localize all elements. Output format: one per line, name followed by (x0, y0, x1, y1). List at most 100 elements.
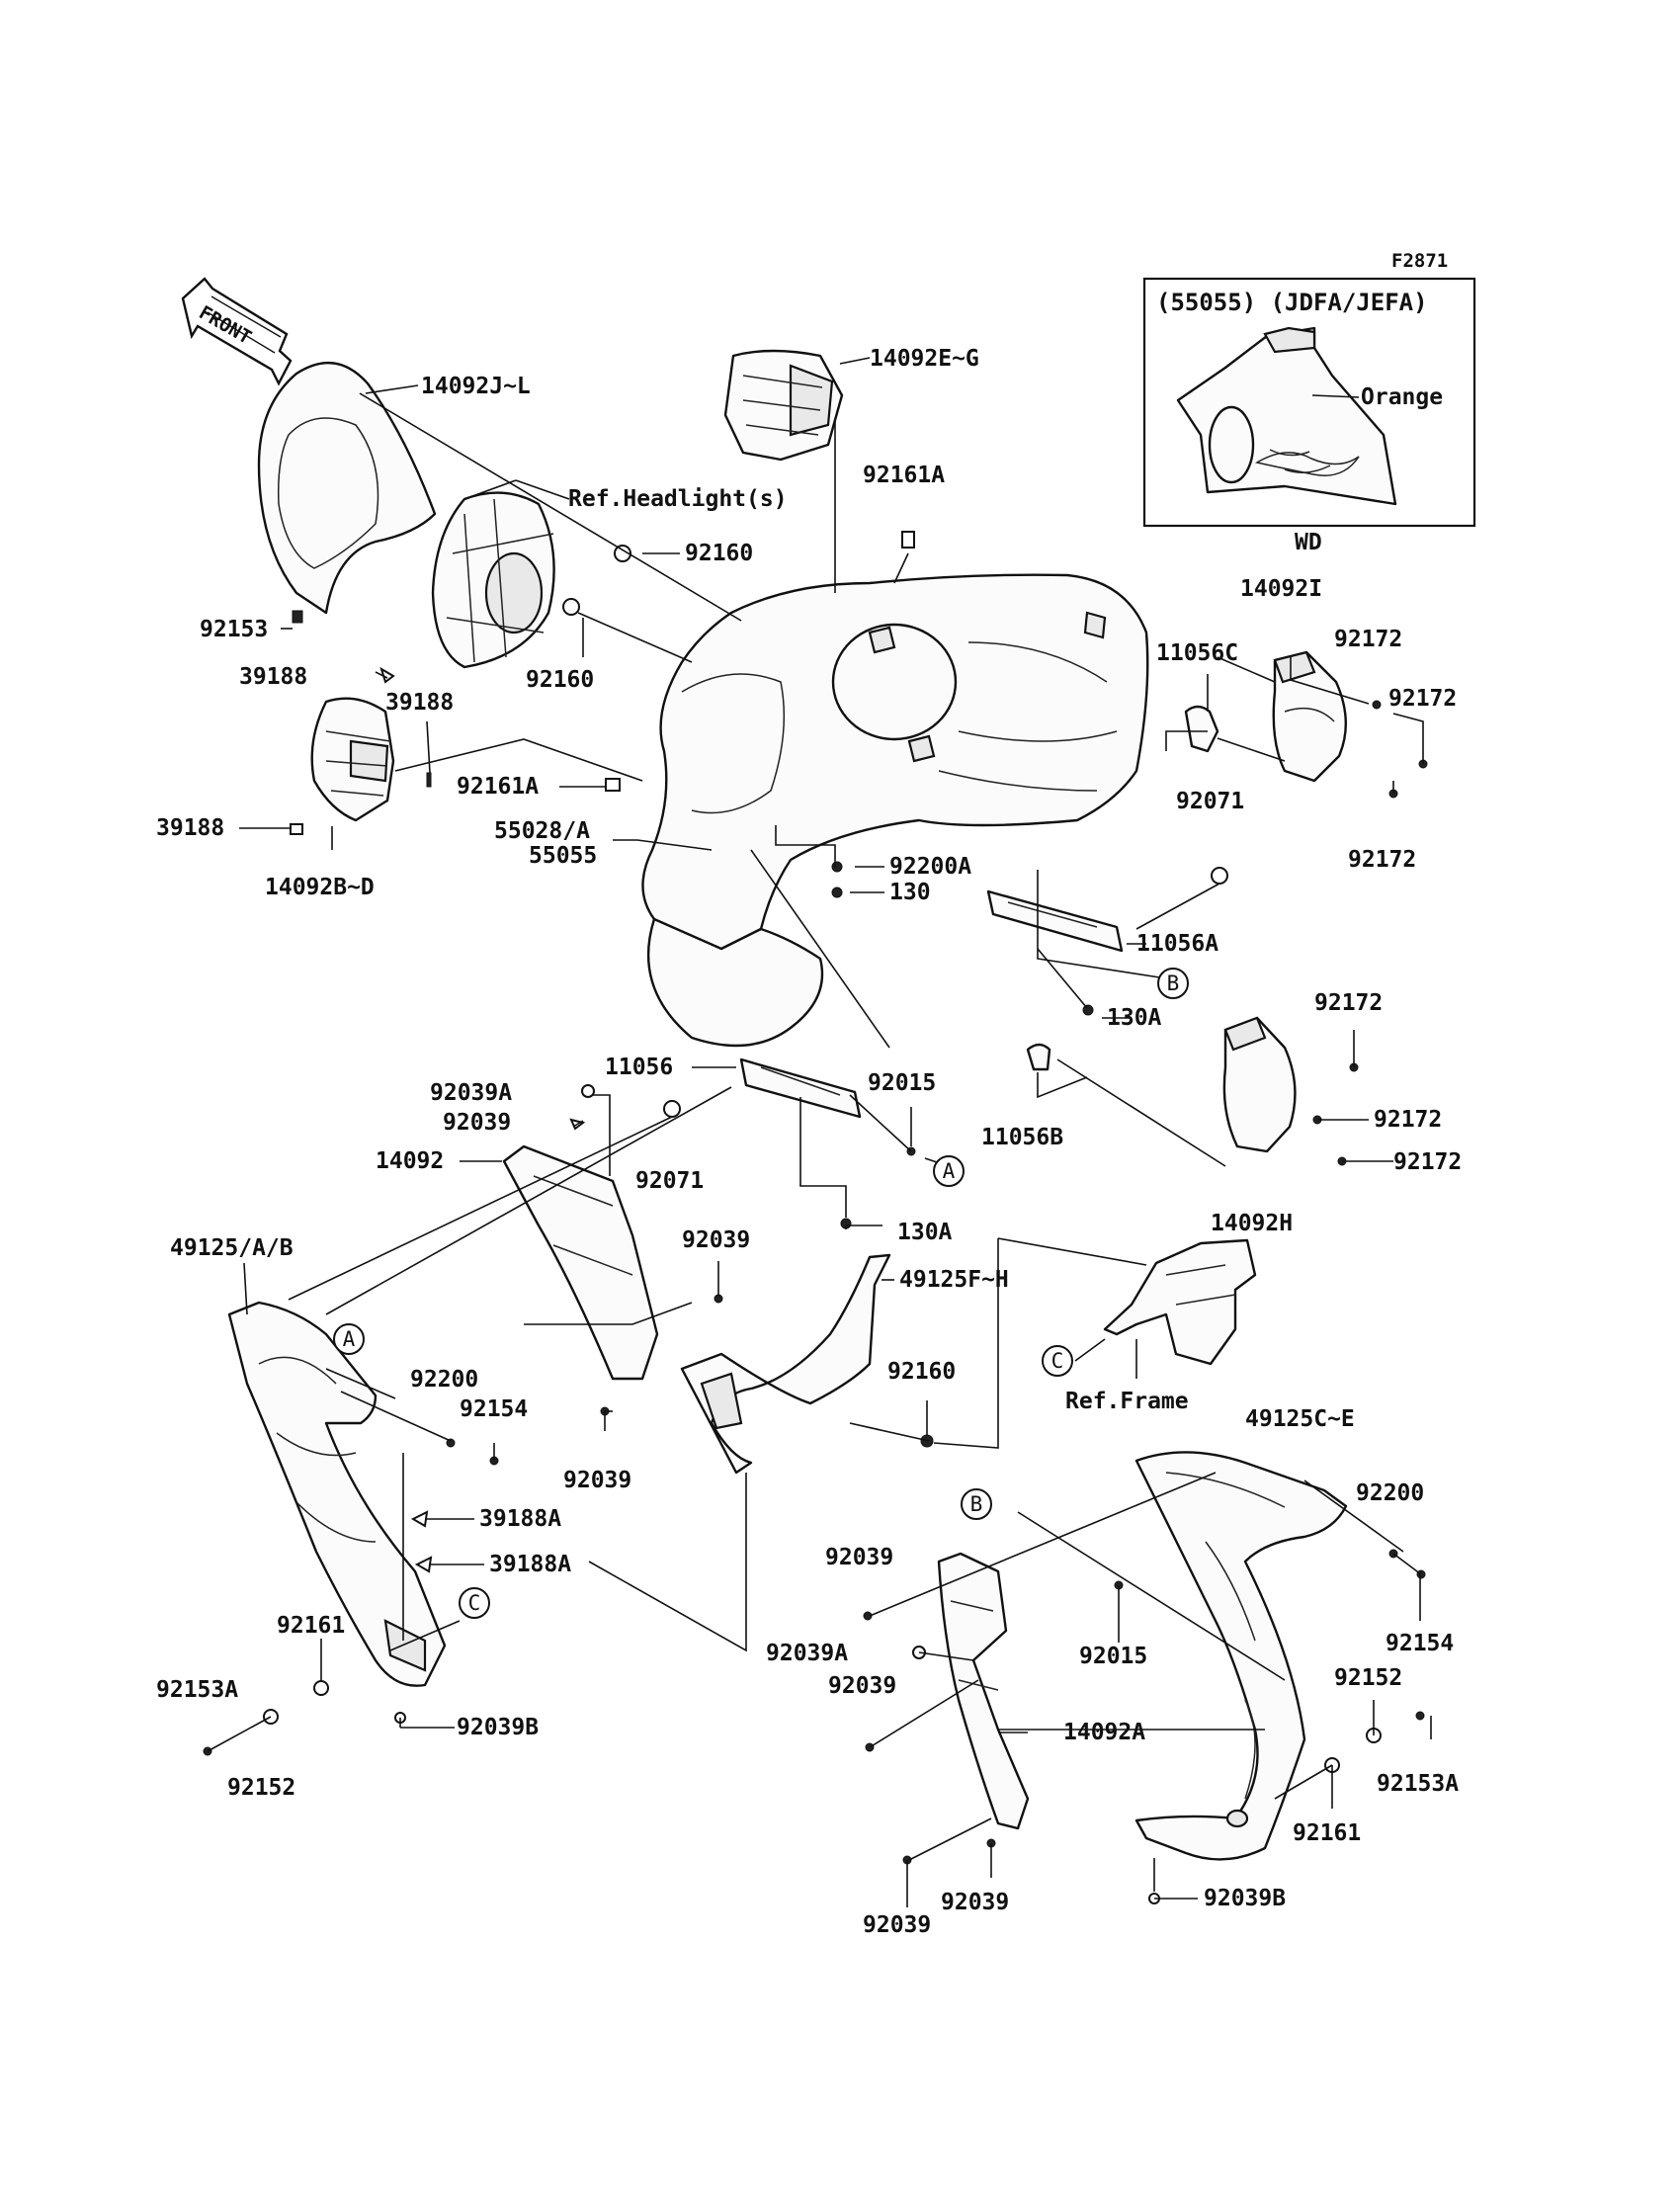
label-130a-b: 130A (897, 1220, 953, 1245)
label-39188-a: 39188 (239, 664, 307, 690)
label-92015-b: 92015 (1079, 1644, 1147, 1669)
label-14092h: 14092H (1211, 1211, 1293, 1236)
label-55028a: 55028/A (494, 818, 590, 844)
label-92039-b: 92039 (682, 1227, 750, 1253)
callout-a-lower: A (333, 1323, 365, 1355)
callout-b-lower: B (961, 1488, 992, 1520)
label-92172-b: 92172 (1388, 686, 1457, 712)
label-92172-a: 92172 (1334, 627, 1402, 652)
label-92172-c: 92172 (1348, 847, 1416, 873)
inset-color-label: Orange (1361, 384, 1443, 410)
label-130: 130 (889, 880, 931, 905)
svg-text:A: A (943, 1159, 956, 1183)
label-11056c: 11056C (1156, 640, 1238, 666)
frame-reference (1103, 1238, 1257, 1366)
label-92172-f: 92172 (1393, 1149, 1462, 1175)
label-92161-b: 92161 (1293, 1820, 1361, 1846)
lower-cowl-left-49125ab (227, 1301, 447, 1687)
label-92152-b: 92152 (1334, 1665, 1402, 1691)
label-92153: 92153 (200, 617, 268, 642)
label-92039b-b: 92039B (1204, 1886, 1286, 1911)
inset-variant-label: WD (1295, 530, 1322, 555)
label-92039-f: 92039 (941, 1890, 1009, 1915)
inset-box: (55055) (JDFA/JEFA) Orange (1142, 277, 1476, 528)
label-11056: 11056 (605, 1055, 673, 1080)
clip-11056b (1026, 1043, 1051, 1071)
label-92153a-a: 92153A (156, 1677, 238, 1703)
svg-text:B: B (970, 1492, 983, 1516)
label-14092eg: 14092E~G (870, 346, 979, 372)
label-39188a-a: 39188A (479, 1506, 561, 1532)
label-92153a-b: 92153A (1377, 1771, 1459, 1797)
label-39188-c: 39188 (156, 815, 224, 841)
label-92160-a: 92160 (685, 541, 753, 566)
bracket-11056a (986, 889, 1124, 953)
label-92200-a: 92200 (410, 1367, 478, 1393)
label-92039-a: 92039 (443, 1110, 511, 1136)
label-49125fh: 49125F~H (899, 1267, 1009, 1293)
label-92039-c: 92039 (563, 1468, 631, 1493)
label-92071-a: 92071 (1176, 789, 1244, 814)
label-92161a-mid: 92161A (457, 774, 539, 800)
upper-cowl-55028a (641, 573, 1149, 951)
label-92039a-a: 92039A (430, 1080, 512, 1106)
label-92161-a: 92161 (277, 1613, 345, 1639)
lower-center-cowl-49125fh (680, 1253, 891, 1475)
label-11056a: 11056A (1136, 931, 1218, 957)
svg-text:C: C (1051, 1349, 1064, 1373)
lower-cowl-right-49125ce (1134, 1451, 1348, 1861)
label-92071-b: 92071 (635, 1168, 704, 1194)
label-92015-a: 92015 (868, 1070, 936, 1096)
label-92039b-a: 92039B (457, 1715, 539, 1740)
svg-text:A: A (343, 1327, 356, 1351)
front-arrow: FRONT (181, 277, 293, 386)
label-14092jl: 14092J~L (421, 374, 531, 399)
label-ref-frame: Ref.Frame (1065, 1389, 1189, 1414)
bracket-11056 (739, 1057, 862, 1119)
label-ref-headlight: Ref.Headlight(s) (568, 486, 788, 512)
figure-id: F2871 (1391, 250, 1448, 272)
label-55055: 55055 (529, 843, 597, 869)
label-92039a-b: 92039A (766, 1641, 848, 1666)
upper-cowl-side-panel (646, 917, 824, 1048)
label-92200-b: 92200 (1356, 1480, 1424, 1506)
inner-panel-14092h (1222, 1016, 1297, 1153)
callout-c-lower: C (459, 1587, 490, 1619)
label-92161a-top: 92161A (863, 463, 945, 488)
callout-c-upper: C (1042, 1345, 1073, 1377)
bracket-11056c (1184, 705, 1219, 753)
label-49125ab: 49125/A/B (170, 1235, 294, 1261)
label-14092bd: 14092B~D (265, 875, 375, 900)
label-39188a-b: 39188A (489, 1552, 571, 1577)
callout-b-upper: B (1157, 968, 1189, 999)
headlight-cover-14092jl (257, 361, 437, 615)
inner-panel-14092 (502, 1144, 659, 1381)
callout-a-upper: A (933, 1155, 965, 1187)
label-14092i: 14092I (1240, 576, 1322, 602)
label-92200a: 92200A (889, 854, 971, 880)
label-92160-c: 92160 (887, 1359, 956, 1385)
label-14092a: 14092A (1063, 1720, 1145, 1745)
svg-text:B: B (1167, 972, 1180, 995)
label-92160-b: 92160 (526, 667, 594, 693)
label-39188-b: 39188 (385, 690, 454, 716)
label-49125ce: 49125C~E (1245, 1406, 1355, 1432)
label-92152-a: 92152 (227, 1775, 295, 1801)
label-92039-g: 92039 (863, 1912, 931, 1938)
label-92172-e: 92172 (1374, 1107, 1442, 1133)
inner-panel-14092i (1272, 650, 1348, 783)
inner-panel-14092a (937, 1552, 1030, 1830)
part-labels: 14092J~L Ref.Headlight(s) 14092E~G 92161… (156, 346, 1462, 1938)
label-92039-e: 92039 (828, 1673, 896, 1699)
label-11056b: 11056B (981, 1125, 1063, 1150)
inset-title: (55055) (JDFA/JEFA) (1156, 289, 1428, 316)
label-130a-a: 130A (1107, 1005, 1162, 1031)
label-14092: 14092 (376, 1148, 444, 1174)
svg-text:C: C (468, 1591, 481, 1615)
label-92039-d: 92039 (825, 1545, 893, 1570)
label-92154-b: 92154 (1386, 1631, 1454, 1656)
leader-lines (207, 357, 1432, 1907)
label-92172-d: 92172 (1314, 990, 1383, 1016)
label-92154-a: 92154 (460, 1396, 528, 1422)
